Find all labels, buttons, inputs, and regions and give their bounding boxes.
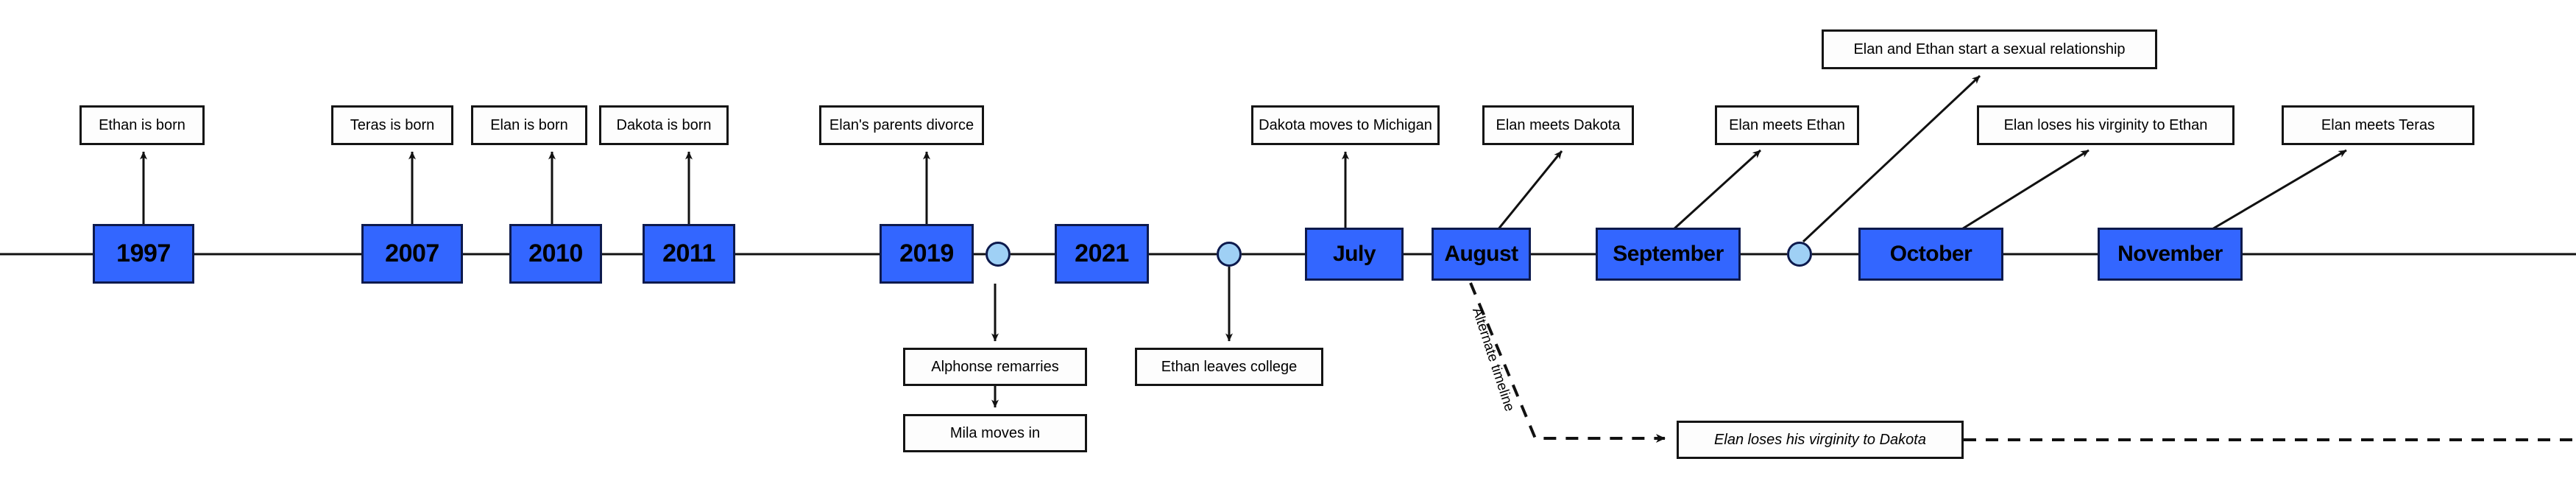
event-label-text: Ethan is born	[99, 116, 185, 133]
event-label-elan-ethan-sexual-relationship[interactable]: Elan and Ethan start a sexual relationsh…	[1822, 29, 2157, 69]
event-label-text: Elan's parents divorce	[829, 116, 974, 133]
timeline-node-label: 2010	[528, 239, 583, 267]
timeline-node-august[interactable]: August	[1432, 228, 1531, 281]
event-label-dakota-is-born[interactable]: Dakota is born	[599, 105, 729, 145]
timeline-node-1997[interactable]: 1997	[93, 224, 194, 284]
event-label-text: Elan loses his virginity to Dakota	[1714, 431, 1926, 448]
connector-september-meets-ethan	[1671, 149, 1762, 231]
connector-november-meets-teras	[2210, 149, 2347, 231]
timeline-node-label: November	[2117, 242, 2223, 266]
event-label-text: Elan meets Ethan	[1729, 116, 1845, 133]
event-label-text: Dakota moves to Michigan	[1259, 116, 1432, 133]
event-label-elan-meets-teras[interactable]: Elan meets Teras	[2282, 105, 2474, 145]
timeline-node-september[interactable]: September	[1596, 228, 1741, 281]
event-label-mila-moves-in[interactable]: Mila moves in	[903, 414, 1087, 452]
timeline-node-label: 2019	[899, 239, 954, 267]
timeline-node-label: July	[1332, 242, 1376, 266]
timeline-node-october[interactable]: October	[1858, 228, 2003, 281]
event-label-dakota-moves-to-michigan[interactable]: Dakota moves to Michigan	[1251, 105, 1440, 145]
timeline-node-july[interactable]: July	[1305, 228, 1404, 281]
event-label-elan-meets-ethan[interactable]: Elan meets Ethan	[1715, 105, 1859, 145]
timeline-node-label: August	[1444, 242, 1518, 266]
event-label-text: Mila moves in	[949, 424, 1041, 441]
alternate-timeline-branch	[1469, 282, 2576, 443]
event-label-text: Dakota is born	[616, 116, 712, 133]
timeline-node-2010[interactable]: 2010	[509, 224, 602, 284]
event-label-text: Elan meets Dakota	[1496, 116, 1621, 133]
event-label-ethan-leaves-college[interactable]: Ethan leaves college	[1135, 348, 1323, 386]
event-label-text: Elan loses his virginity to Ethan	[2003, 116, 2208, 133]
event-label-text: Teras is born	[350, 116, 435, 133]
alternate-timeline-edge-label: Alternate timeline	[1469, 306, 1518, 414]
timeline-node-label: 2011	[662, 239, 715, 267]
timeline-node-label: 2021	[1075, 239, 1129, 267]
timeline-dot-after-2019[interactable]	[986, 242, 1011, 267]
event-label-elans-parents-divorce[interactable]: Elan's parents divorce	[819, 105, 984, 145]
timeline-node-2021[interactable]: 2021	[1055, 224, 1149, 284]
event-label-text: Elan is born	[490, 116, 568, 133]
timeline-node-label: 2007	[385, 239, 439, 267]
event-label-elan-loses-virginity-to-ethan[interactable]: Elan loses his virginity to Ethan	[1977, 105, 2234, 145]
event-label-text: Elan meets Teras	[2321, 116, 2435, 133]
event-label-ethan-is-born[interactable]: Ethan is born	[79, 105, 205, 145]
event-label-elan-meets-dakota[interactable]: Elan meets Dakota	[1482, 105, 1634, 145]
connector-dot-sexual-relationship	[1802, 74, 1981, 243]
event-label-text: Alphonse remarries	[931, 358, 1059, 375]
connector-august-meets-dakota	[1496, 150, 1563, 231]
event-label-text: Ethan leaves college	[1161, 358, 1298, 375]
timeline-dot-after-september[interactable]	[1787, 242, 1812, 267]
timeline-node-2011[interactable]: 2011	[643, 224, 735, 284]
event-label-text: Elan and Ethan start a sexual relationsh…	[1853, 41, 2126, 57]
timeline-node-2019[interactable]: 2019	[880, 224, 974, 284]
timeline-node-2007[interactable]: 2007	[361, 224, 463, 284]
event-label-elan-is-born[interactable]: Elan is born	[471, 105, 587, 145]
event-label-teras-is-born[interactable]: Teras is born	[331, 105, 453, 145]
timeline-node-label: October	[1889, 242, 1972, 266]
connector-october-virginity-ethan	[1960, 149, 2090, 231]
event-label-alphonse-remarries[interactable]: Alphonse remarries	[903, 348, 1087, 386]
timeline-dot-after-2021[interactable]	[1217, 242, 1242, 267]
timeline-node-label: September	[1613, 242, 1724, 266]
timeline-node-november[interactable]: November	[2098, 228, 2243, 281]
event-label-elan-loses-virginity-to-dakota[interactable]: Elan loses his virginity to Dakota	[1677, 421, 1964, 459]
timeline-node-label: 1997	[116, 239, 171, 267]
